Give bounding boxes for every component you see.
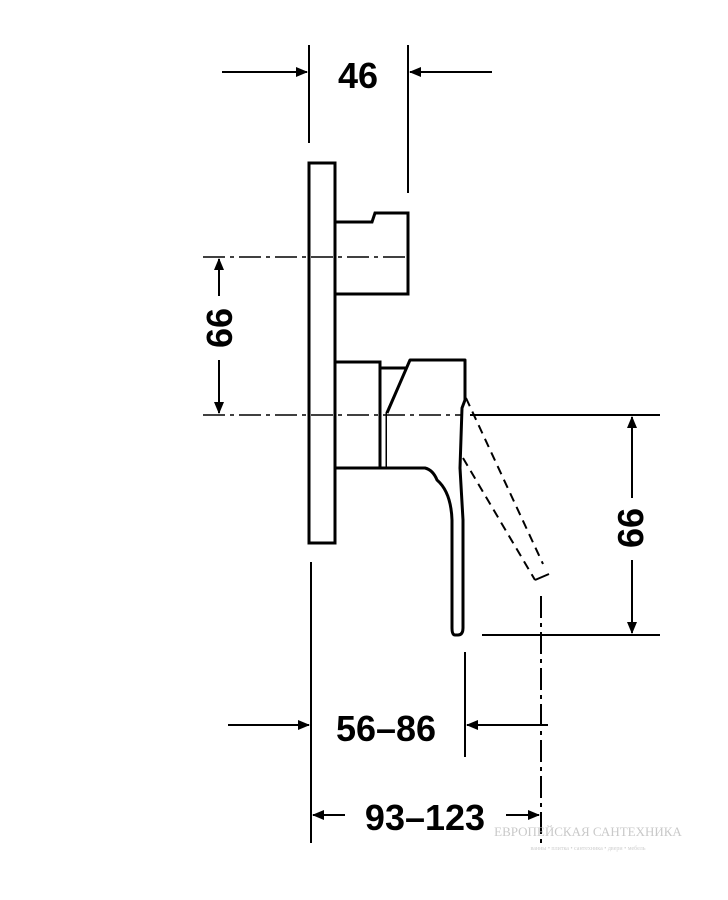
watermark-title: ЕВРОПЕЙСКАЯ САНТЕХНИКА <box>494 824 682 839</box>
lever-handle <box>385 358 467 637</box>
dimension-left-66: 66 <box>199 258 240 414</box>
dimension-label-56-86: 56–86 <box>336 708 436 749</box>
dimension-label-99: 99 <box>610 508 651 548</box>
watermark: ЕВРОПЕЙСКАЯ САНТЕХНИКА ванны • плитка • … <box>494 824 682 852</box>
wall-plate <box>307 161 337 545</box>
dimension-bottom-93-123: 93–123 <box>312 797 540 838</box>
dimension-right-99: 99 <box>482 416 660 636</box>
dimension-bottom-56-86: 56–86 <box>228 708 548 749</box>
lever-body <box>335 360 382 470</box>
lever-alt-position <box>462 397 550 581</box>
dimension-label-66: 66 <box>199 308 240 348</box>
dimension-top-46: 46 <box>222 45 492 193</box>
upper-knob <box>335 211 410 296</box>
dimension-label-93-123: 93–123 <box>365 797 485 838</box>
watermark-subtitle: ванны • плитка • сантехника • двери • ме… <box>530 845 645 852</box>
dimension-label-46: 46 <box>338 55 378 96</box>
